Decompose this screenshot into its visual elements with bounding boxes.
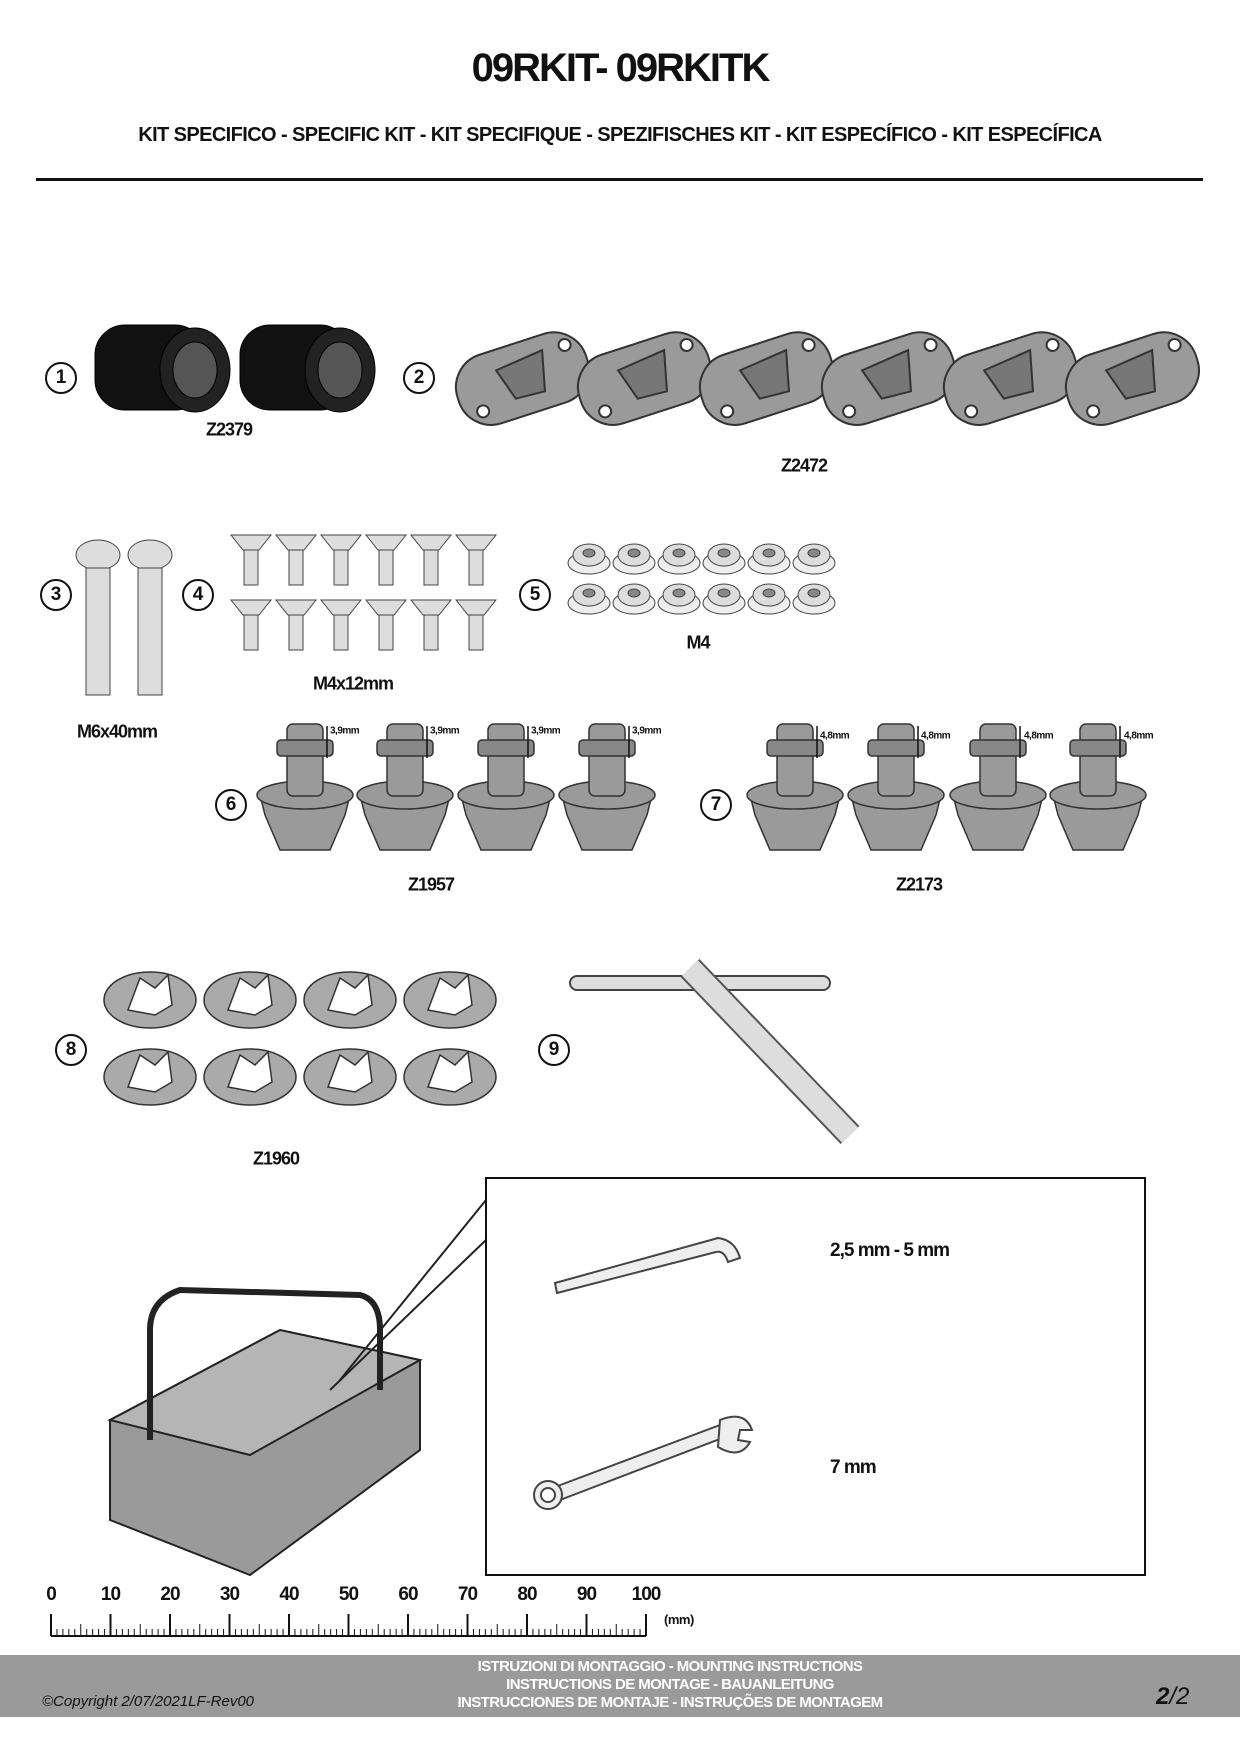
footer: ©Copyright 2/07/2021LF-Rev00 ISTRUZIONI … [0, 1655, 1240, 1717]
dimension-label: 3,9mm [430, 725, 460, 737]
plate [576, 331, 712, 426]
item-number-5: 5 [519, 579, 551, 611]
ruler-label: 90 [576, 1584, 597, 1605]
part-t-key [569, 959, 860, 1144]
item-number-9: 9 [538, 1034, 570, 1066]
tools-box [485, 1177, 1146, 1576]
item-number-1: 1 [45, 362, 77, 394]
dimension-label: 3,9mm [531, 725, 561, 737]
code-label-8: Z1960 [252, 1148, 300, 1169]
plate [942, 331, 1078, 426]
ruler-label: 60 [398, 1584, 418, 1605]
part-m6x40 [75, 539, 173, 696]
pin [558, 723, 656, 851]
header-divider [36, 178, 1203, 181]
ruler-label: 40 [279, 1584, 299, 1605]
ruler-label: 80 [517, 1584, 537, 1605]
plate [698, 331, 834, 426]
pin [847, 723, 945, 851]
screw [364, 599, 408, 616]
dimension-label: 4,8mm [1124, 730, 1154, 742]
item-number-4: 4 [182, 579, 214, 611]
ruler-label: 100 [631, 1584, 662, 1605]
code-label-7: Z2173 [895, 874, 943, 895]
ruler-label: 20 [160, 1584, 180, 1605]
part-z1960 [103, 971, 497, 1106]
copyright: ©Copyright 2/07/2021LF-Rev00 [42, 1693, 255, 1710]
plate [454, 331, 590, 426]
item-number-2: 2 [403, 362, 435, 394]
item-number-6: 6 [215, 789, 247, 821]
pin [949, 723, 1047, 851]
code-label-5: M4 [686, 632, 710, 653]
plate [1064, 331, 1200, 426]
ruler-unit: (mm) [664, 1612, 694, 1627]
screw [409, 599, 453, 616]
wrench-size: 7 mm [830, 1457, 877, 1478]
item-number-8: 8 [55, 1034, 87, 1066]
code-label-6: Z1957 [407, 874, 455, 895]
part-pins [256, 723, 1147, 851]
part-m4-nuts [567, 543, 836, 615]
wrench-icon [533, 1415, 754, 1510]
pin [256, 723, 354, 851]
pin [356, 723, 454, 851]
ruler-label: 70 [457, 1584, 478, 1605]
pin [457, 723, 555, 851]
dimension-label: 3,9mm [632, 725, 662, 737]
code-label-2: Z2472 [780, 455, 828, 476]
part-z2472 [454, 331, 1200, 426]
screw [454, 599, 498, 616]
ruler-label: 50 [338, 1584, 359, 1605]
screw [364, 534, 408, 551]
ruler [50, 1614, 647, 1637]
pin [1049, 723, 1147, 851]
dimension-label: 3,9mm [330, 725, 360, 737]
part-m4x12 [229, 534, 498, 651]
item-number-7: 7 [700, 789, 732, 821]
ruler-label: 30 [219, 1584, 240, 1605]
pin [746, 723, 844, 851]
screw [274, 534, 318, 551]
screw [229, 599, 273, 616]
ruler-label: 0 [46, 1584, 57, 1605]
plate [820, 331, 956, 426]
dimension-label: 4,8mm [921, 730, 951, 742]
ruler-label: 10 [100, 1584, 121, 1605]
dimension-label: 4,8mm [820, 730, 850, 742]
allen-key-size: 2,5 mm - 5 mm [830, 1240, 950, 1261]
code-label-4: M4x12mm [312, 673, 394, 694]
screw [319, 534, 363, 551]
allen-key-icon [553, 1236, 742, 1295]
code-label-3: M6x40mm [76, 721, 158, 742]
page-title: 09RKIT- 09RKITK [471, 46, 771, 90]
screw [274, 599, 318, 616]
screw [454, 534, 498, 551]
dimension-label: 4,8mm [1024, 730, 1054, 742]
screw [229, 534, 273, 551]
footer-instructions: ISTRUZIONI DI MONTAGGIO - MOUNTING INSTR… [457, 1658, 883, 1711]
page-subtitle: KIT SPECIFICO - SPECIFIC KIT - KIT SPECI… [138, 124, 1102, 146]
screw [409, 534, 453, 551]
toolbox-icon [107, 1199, 487, 1577]
code-label-1: Z2379 [205, 419, 253, 440]
part-z2379 [94, 324, 376, 413]
screw [319, 599, 363, 616]
page-number: 2/2 [1156, 1683, 1190, 1710]
item-number-3: 3 [40, 579, 72, 611]
